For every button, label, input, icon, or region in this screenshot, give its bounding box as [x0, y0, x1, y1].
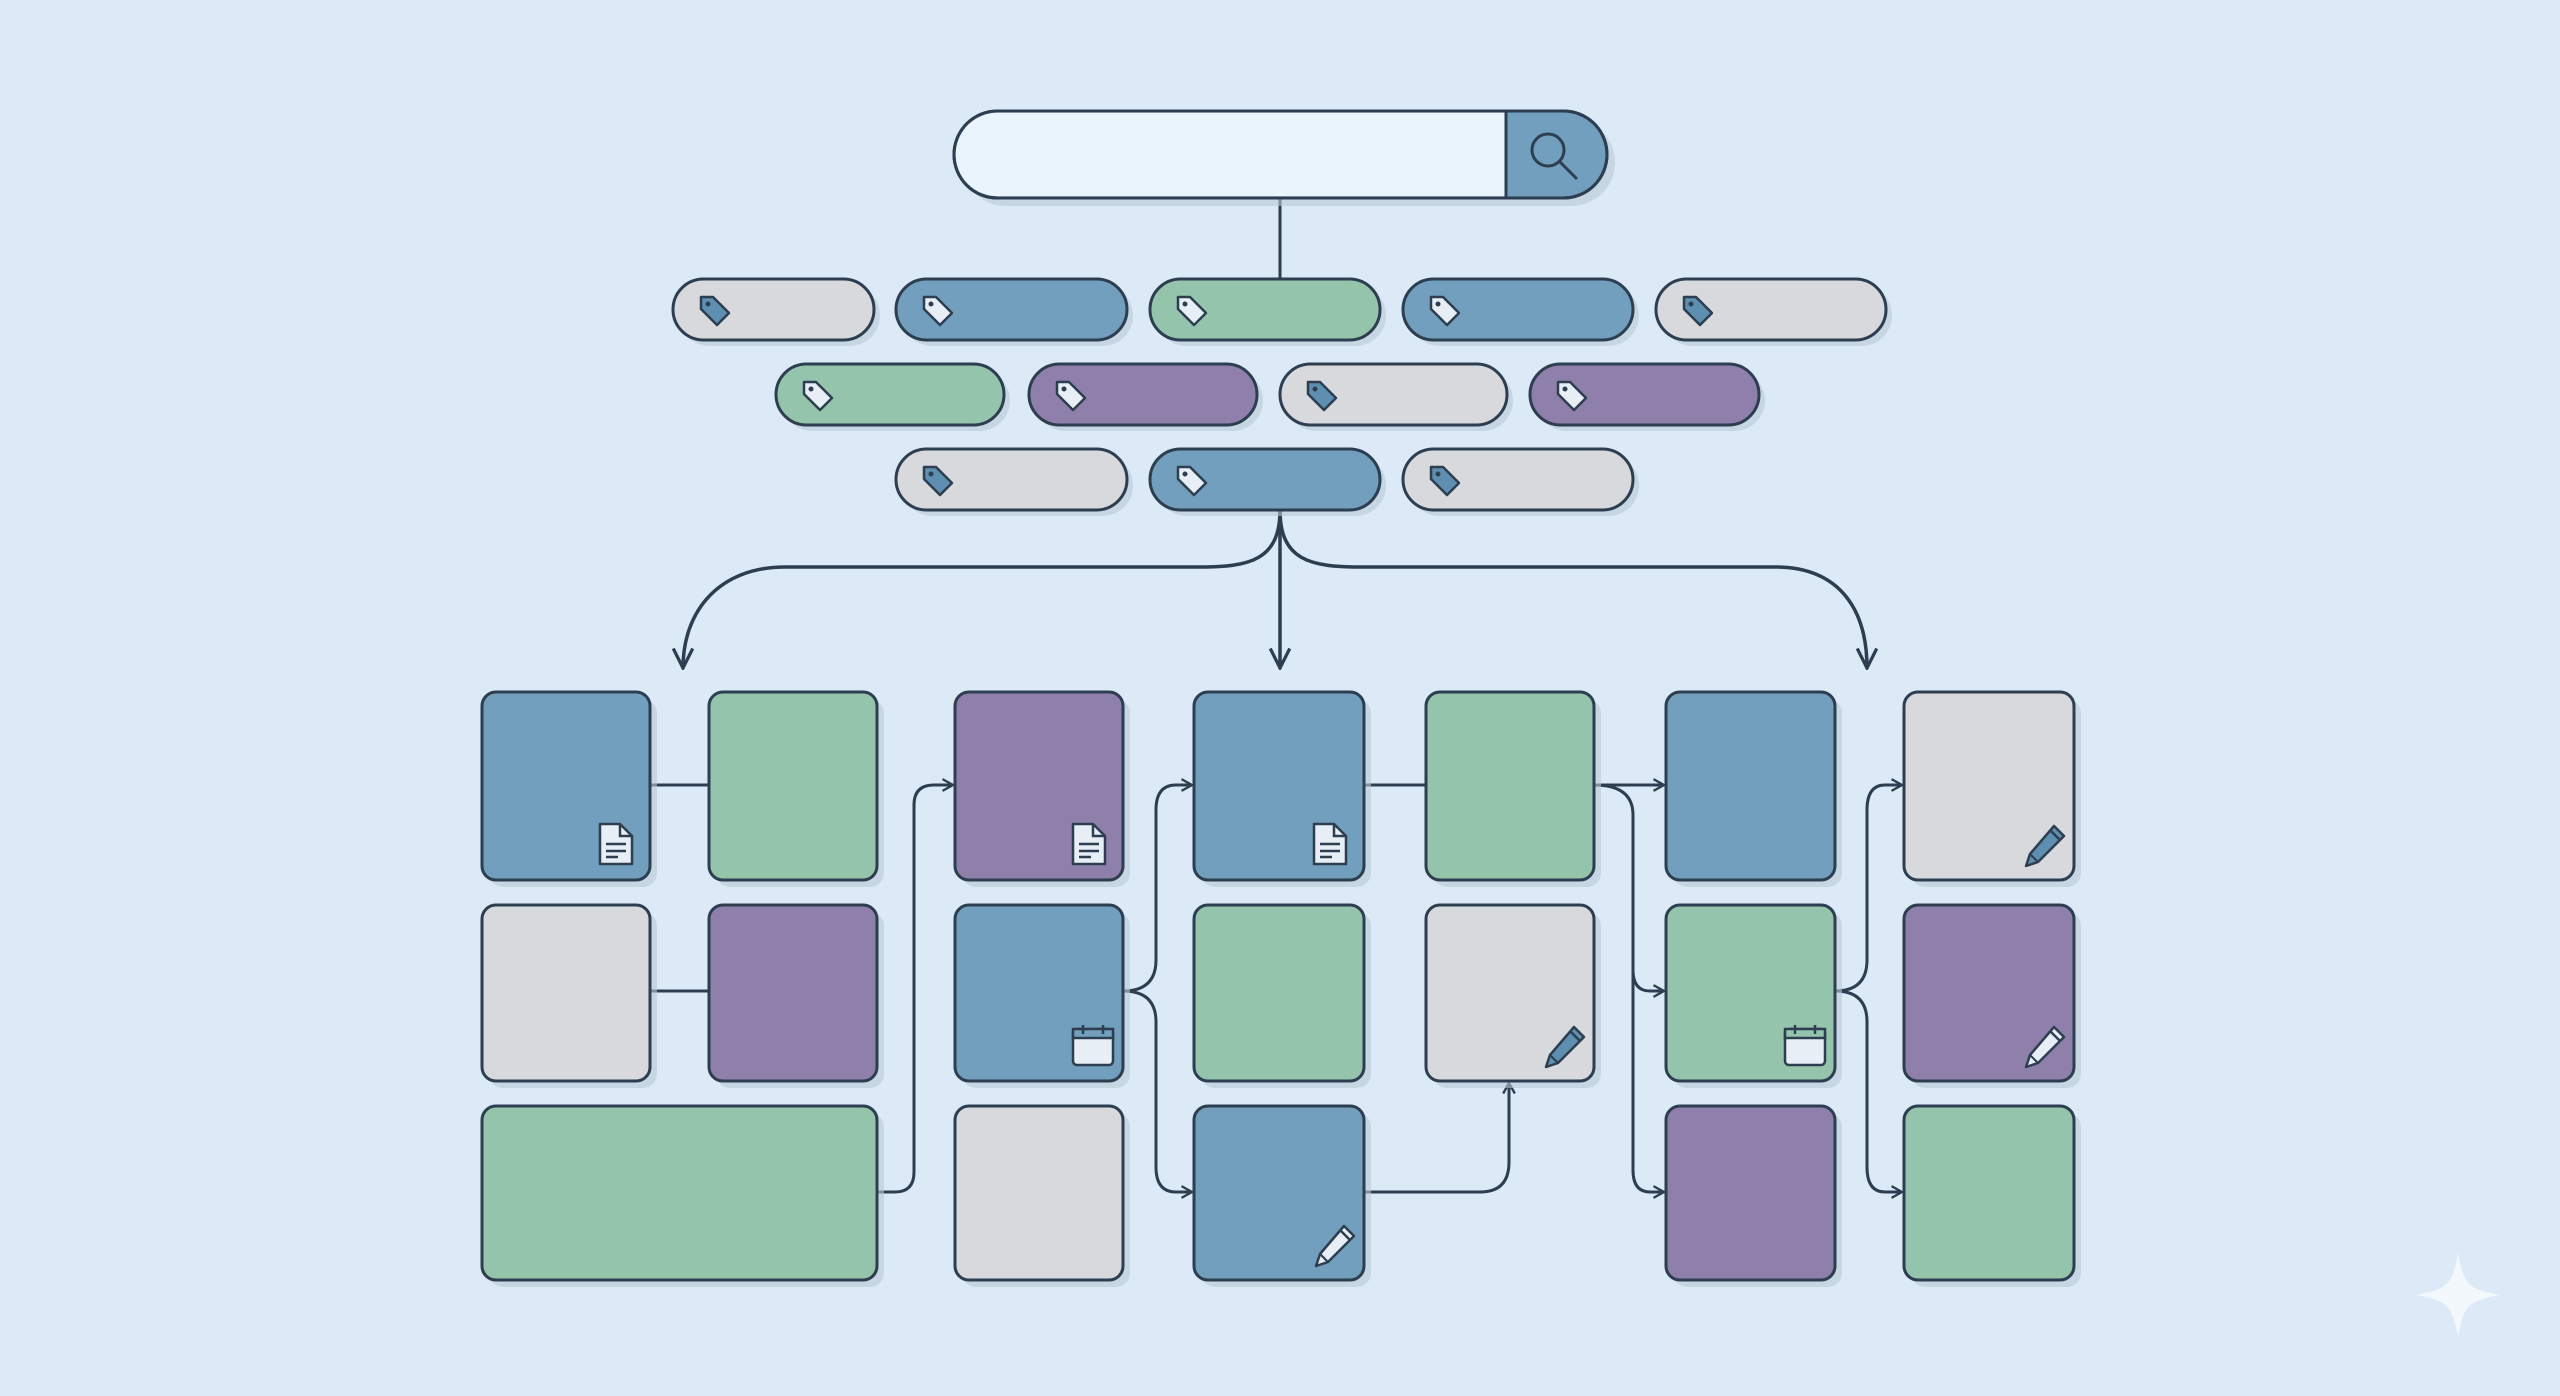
card-grid	[480, 690, 2081, 1287]
arrow-connector	[1122, 785, 1192, 993]
tag-icon	[1055, 380, 1087, 412]
card-blue[interactable]	[953, 903, 1130, 1088]
tag-icon	[1682, 295, 1714, 327]
tag-icon	[922, 295, 954, 327]
pencil-icon	[2024, 1025, 2066, 1069]
tag-pill-gray[interactable]	[1654, 277, 1892, 346]
tag-pill-gray[interactable]	[671, 277, 880, 346]
tag-cloud	[671, 277, 1892, 516]
connectors	[650, 198, 1902, 1192]
sparkle-icon	[2416, 1253, 2500, 1337]
card-gray[interactable]	[1902, 690, 2081, 887]
arrow-connector	[1593, 783, 1664, 991]
calendar-icon	[1783, 1025, 1827, 1067]
tag-icon	[922, 465, 954, 497]
search-button[interactable]	[1506, 111, 1607, 198]
arrow-connector	[683, 509, 1282, 668]
card-green[interactable]	[1424, 690, 1601, 887]
card-gray[interactable]	[480, 903, 657, 1088]
search-input[interactable]	[956, 113, 1506, 196]
tag-icon	[1306, 380, 1338, 412]
pencil-icon	[1314, 1224, 1356, 1268]
tag-pill-gray[interactable]	[1278, 362, 1513, 431]
card-blue[interactable]	[1664, 690, 1842, 887]
card-purple[interactable]	[953, 690, 1130, 887]
card-purple[interactable]	[1902, 903, 2081, 1088]
card-green[interactable]	[1192, 903, 1371, 1088]
card-gray[interactable]	[1424, 903, 1601, 1088]
arrow-connector	[1364, 1083, 1509, 1194]
arrow-connector	[1834, 989, 1902, 1192]
tag-pill-blue[interactable]	[1148, 447, 1386, 516]
card-blue[interactable]	[1192, 690, 1371, 887]
tag-icon	[802, 380, 834, 412]
card-purple[interactable]	[707, 903, 884, 1088]
document-icon	[1312, 822, 1348, 866]
tag-icon	[1429, 295, 1461, 327]
tag-pill-gray[interactable]	[1401, 447, 1639, 516]
tag-icon	[1176, 295, 1208, 327]
tag-pill-blue[interactable]	[894, 277, 1133, 346]
search-bar[interactable]	[952, 109, 1615, 206]
document-icon	[1071, 822, 1107, 866]
calendar-icon	[1071, 1025, 1115, 1067]
tag-icon	[1176, 465, 1208, 497]
tag-pill-gray[interactable]	[894, 447, 1133, 516]
card-blue[interactable]	[480, 690, 657, 887]
card-blue[interactable]	[1192, 1104, 1371, 1287]
card-purple[interactable]	[1664, 1104, 1842, 1287]
tag-icon	[1429, 465, 1461, 497]
tag-icon	[1556, 380, 1588, 412]
tag-icon	[699, 295, 731, 327]
tag-pill-green[interactable]	[774, 362, 1010, 431]
arrow-connector	[1278, 509, 1867, 668]
pencil-icon	[1544, 1025, 1586, 1069]
card-green[interactable]	[480, 1104, 884, 1287]
arrow-connector	[877, 785, 953, 1194]
card-green[interactable]	[1902, 1104, 2081, 1287]
tag-pill-purple[interactable]	[1528, 362, 1765, 431]
pencil-icon	[2024, 824, 2066, 868]
card-gray[interactable]	[953, 1104, 1130, 1287]
arrow-connector	[1122, 989, 1192, 1192]
card-green[interactable]	[707, 690, 884, 887]
arrow-connector	[1834, 785, 1902, 993]
arrow-connector	[1631, 960, 1664, 1192]
tag-pill-green[interactable]	[1148, 277, 1386, 346]
card-green[interactable]	[1664, 903, 1842, 1088]
tag-pill-purple[interactable]	[1027, 362, 1263, 431]
search-icon[interactable]	[1530, 132, 1578, 180]
tag-pill-blue[interactable]	[1401, 277, 1639, 346]
document-icon	[598, 822, 634, 866]
